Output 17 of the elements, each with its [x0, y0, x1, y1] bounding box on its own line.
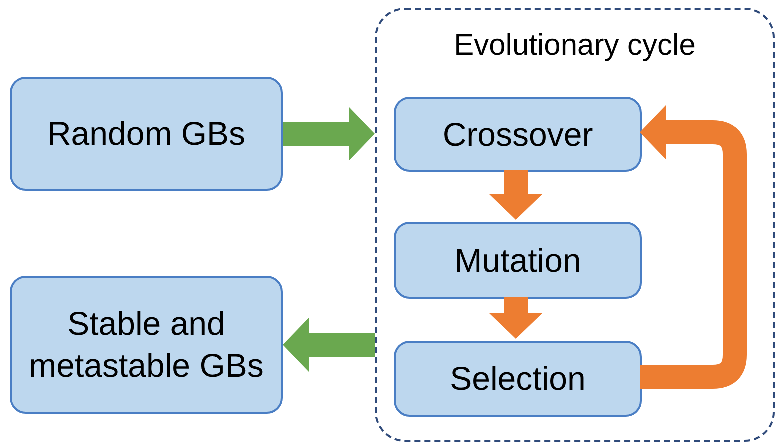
arrow: [283, 318, 375, 372]
process-box: [10, 276, 283, 414]
arrow: [489, 297, 543, 339]
process-box: [10, 77, 283, 191]
box-label: Mutation: [454, 240, 582, 280]
dashed-group-box: [375, 8, 775, 442]
process-box: [394, 341, 642, 417]
arrow: [489, 170, 543, 220]
process-box: [394, 97, 642, 172]
group-title: Evolutionary cycle: [453, 28, 697, 64]
box-label: Random GBs: [47, 114, 246, 154]
box-label: Stable and metastable GBs: [28, 304, 265, 386]
process-box: [394, 222, 642, 299]
box-label: Crossover: [442, 114, 594, 154]
arrow: [283, 107, 375, 161]
box-label: Selection: [450, 359, 586, 399]
arrow: [640, 106, 747, 389]
